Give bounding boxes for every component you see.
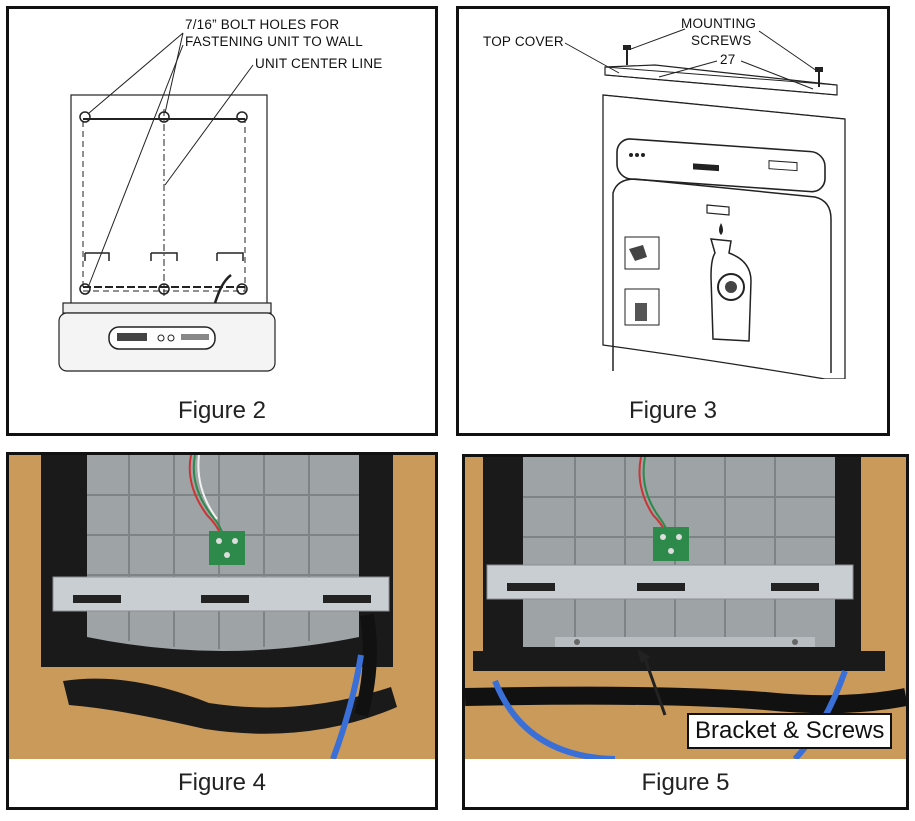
screw-right-icon [815,67,823,87]
figure-3-drawing [564,28,846,379]
figure-4-panel: Figure 4 [6,452,438,810]
screw-left-icon [623,45,631,65]
figure-5-panel: Bracket & Screws Figure 5 [462,454,909,810]
mounting-screws-callout-line2: SCREWS [691,33,752,48]
mounting-screws-callout-line1: MOUNTING [681,16,757,31]
bracket-screws-label: Bracket & Screws [687,713,893,749]
top-cover-callout: TOP COVER [483,34,564,49]
figure-4-photo [9,455,435,759]
center-line-callout: UNIT CENTER LINE [255,56,383,71]
figure-2-caption: Figure 2 [177,397,267,424]
figure-5-caption: Figure 5 [641,769,730,796]
bolt-holes-callout-line2: FASTENING UNIT TO WALL [185,34,363,49]
part-number-callout: 27 [720,52,736,67]
figure-3-panel: TOP COVER MOUNTING SCREWS 27 Figure 3 [456,6,890,436]
figure-2-drawing [58,32,276,372]
figure-3-caption: Figure 3 [628,397,718,424]
figure-2-panel: 7/16” BOLT HOLES FOR FASTENING UNIT TO W… [6,6,438,436]
bolt-holes-callout-line1: 7/16” BOLT HOLES FOR [185,17,340,32]
figure-4-caption: Figure 4 [177,769,267,796]
